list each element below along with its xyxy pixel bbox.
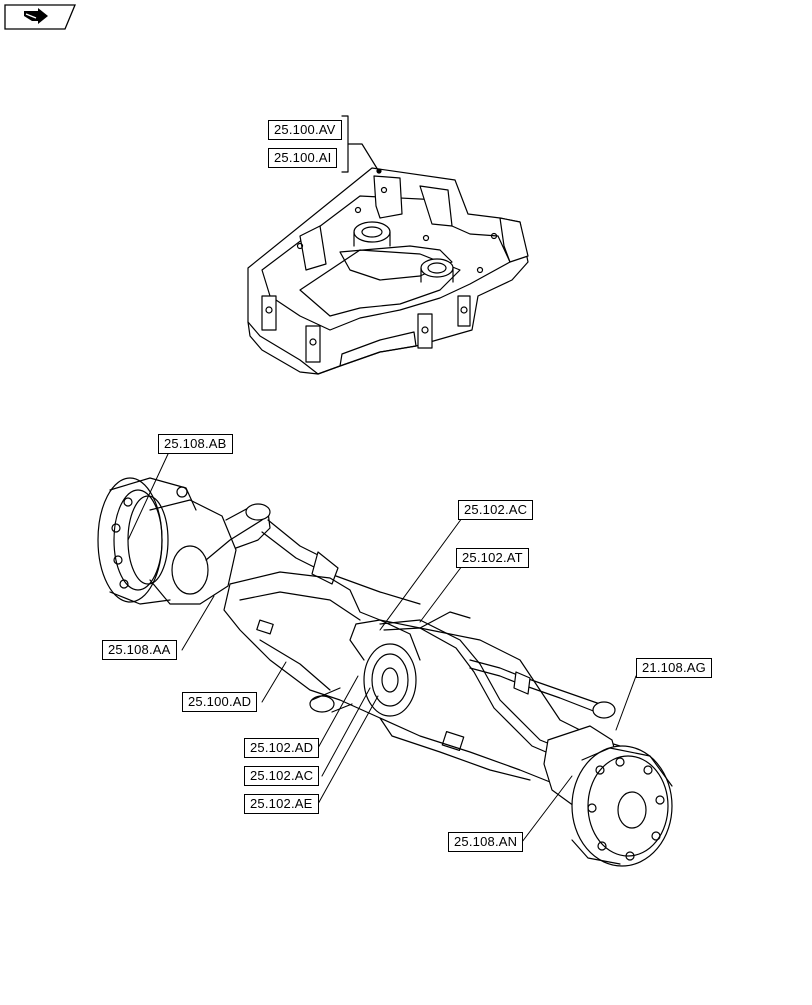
front-axle-support <box>247 167 529 375</box>
callout-25-102-at[interactable]: 25.102.AT <box>456 548 529 568</box>
callout-21-108-ag[interactable]: 21.108.AG <box>636 658 712 678</box>
callout-25-100-ai[interactable]: 25.100.AI <box>268 148 338 168</box>
front-axle-assembly <box>97 477 673 867</box>
callout-25-108-ab[interactable]: 25.108.AB <box>158 434 233 454</box>
page-nav-button[interactable] <box>4 4 76 30</box>
callout-25-100-av[interactable]: 25.100.AV <box>268 120 342 140</box>
callout-25-102-ad[interactable]: 25.102.AD <box>244 738 320 758</box>
top-callout-bracket <box>341 115 382 174</box>
callout-25-102-ae[interactable]: 25.102.AE <box>244 794 319 814</box>
leader-lines <box>127 453 637 843</box>
callout-25-102-ac-top[interactable]: 25.102.AC <box>458 500 534 520</box>
page-turn-icon <box>4 4 76 30</box>
callout-25-102-ac-bottom[interactable]: 25.102.AC <box>244 766 320 786</box>
callout-25-108-an[interactable]: 25.108.AN <box>448 832 524 852</box>
callout-25-108-aa[interactable]: 25.108.AA <box>102 640 177 660</box>
callout-25-100-ad[interactable]: 25.100.AD <box>182 692 258 712</box>
